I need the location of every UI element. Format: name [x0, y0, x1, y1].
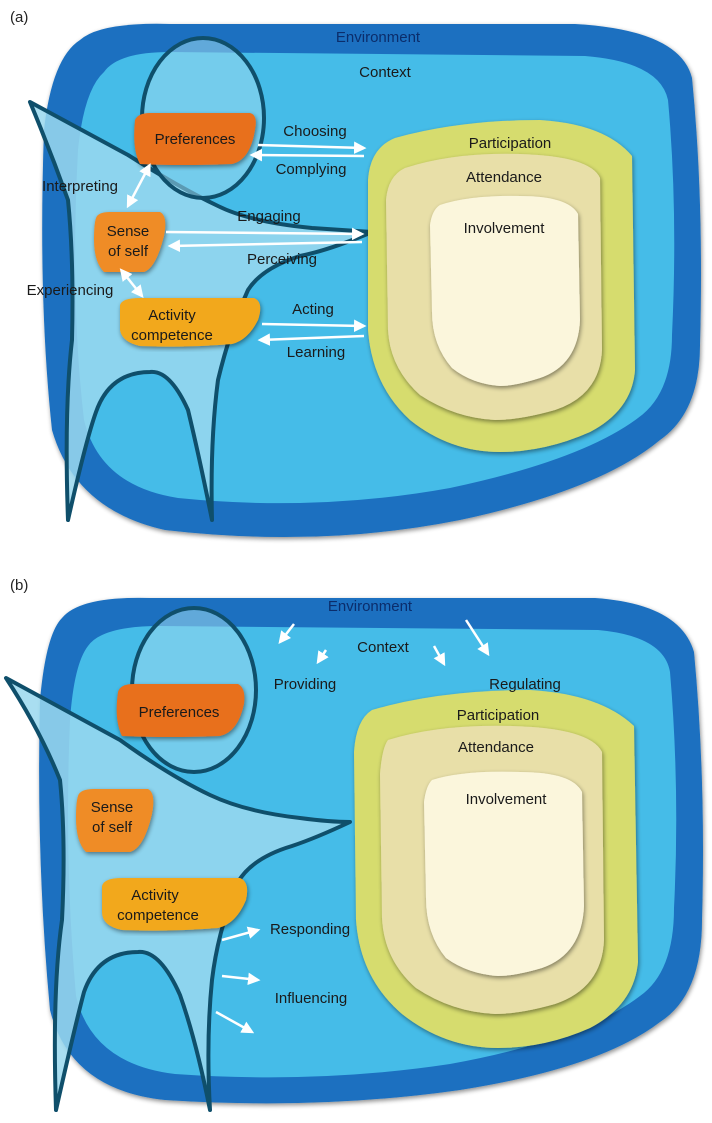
context-label-b: Context — [357, 639, 410, 656]
responding-label-b: Responding — [270, 921, 350, 938]
choosing-label-a: Choosing — [283, 123, 346, 140]
involvement-label-a: Involvement — [464, 220, 546, 237]
preferences-label-b: Preferences — [139, 704, 220, 721]
engaging-label-a: Engaging — [237, 208, 300, 225]
environment-label-a: Environment — [336, 29, 421, 46]
environment-label-b: Environment — [328, 598, 413, 615]
interpreting-label-a: Interpreting — [42, 178, 118, 195]
attendance-label-b: Attendance — [458, 739, 534, 756]
sense-label-line2-a: of self — [108, 243, 149, 260]
panel-b: (b) Preferences Sense of self Activity c… — [6, 577, 703, 1110]
activity-label-line2-a: competence — [131, 327, 213, 344]
panel-b-label: (b) — [10, 577, 28, 594]
sense-label-line1-b: Sense — [91, 799, 134, 816]
activity-label-line1-a: Activity — [148, 307, 196, 324]
experiencing-label-a: Experiencing — [27, 282, 114, 299]
involvement-label-b: Involvement — [466, 791, 548, 808]
influencing-label-b: Influencing — [275, 990, 348, 1007]
participation-label-a: Participation — [469, 135, 552, 152]
activity-label-line1-b: Activity — [131, 887, 179, 904]
activity-label-line2-b: competence — [117, 907, 199, 924]
sense-label-line1-a: Sense — [107, 223, 150, 240]
participation-label-b: Participation — [457, 707, 540, 724]
complying-arrow-a — [252, 155, 364, 156]
acting-label-a: Acting — [292, 301, 334, 318]
learning-label-a: Learning — [287, 344, 345, 361]
sense-label-line2-b: of self — [92, 819, 133, 836]
providing-label-b: Providing — [274, 676, 337, 693]
panel-a-label: (a) — [10, 9, 28, 26]
context-label-a: Context — [359, 64, 412, 81]
regulating-label-b: Regulating — [489, 676, 561, 693]
preferences-label-a: Preferences — [155, 131, 236, 148]
attendance-label-a: Attendance — [466, 169, 542, 186]
panel-a: (a) Preferences Sense of self Activity c… — [10, 9, 701, 537]
perceiving-label-a: Perceiving — [247, 251, 317, 268]
complying-label-a: Complying — [276, 161, 347, 178]
